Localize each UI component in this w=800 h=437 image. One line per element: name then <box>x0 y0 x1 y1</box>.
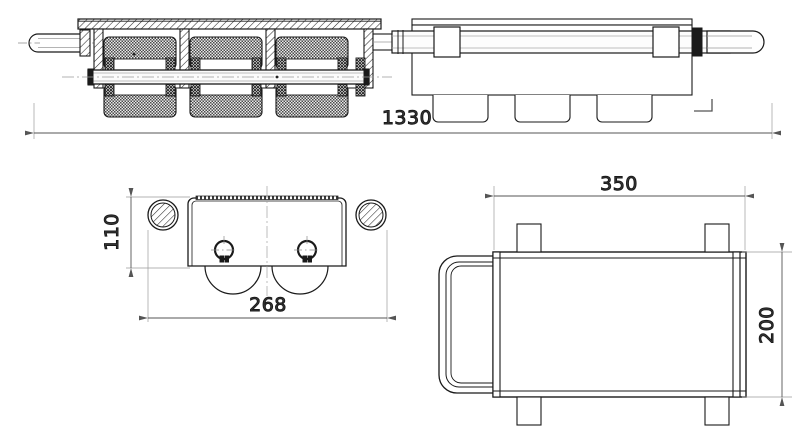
plan-tab-group <box>516 223 730 426</box>
dim-label-1330: 1330 <box>382 107 432 129</box>
dim-label-268: 268 <box>249 294 287 316</box>
elev-handle-collar <box>691 27 703 57</box>
axle-shaft-section <box>62 68 392 86</box>
plan-deck <box>492 251 747 398</box>
elev-foot-1 <box>432 95 489 123</box>
elev-collar-left <box>433 26 461 58</box>
dim-overall-length: 1330 <box>25 103 781 139</box>
end-wheel-arc-2 <box>271 265 329 295</box>
dim-plan-width: 350 <box>485 173 754 250</box>
dim-end-height: 110 <box>101 188 190 277</box>
dim-label-350: 350 <box>600 173 638 195</box>
view-side-elevation <box>391 18 765 123</box>
plan-rail-right <box>732 251 741 398</box>
circlip-1 <box>211 236 237 263</box>
handle-tube-section <box>18 33 100 53</box>
plan-tab-tl <box>516 223 542 253</box>
elev-collar-right <box>652 26 680 58</box>
elev-foot-group <box>432 95 653 123</box>
dim-label-110: 110 <box>101 213 123 251</box>
plan-rail-left <box>492 251 501 398</box>
plan-tab-br <box>704 396 730 426</box>
plan-tab-tr <box>704 223 730 253</box>
corner-mark-icon <box>694 99 713 112</box>
view-end: 110 268 <box>101 186 396 322</box>
handle-collar <box>79 29 91 57</box>
plan-handle <box>438 255 500 394</box>
end-wheel-arc-1 <box>204 265 262 295</box>
bearing-block-group <box>104 57 366 97</box>
elev-handle-tube <box>706 30 765 54</box>
view-plan: 350 200 <box>438 173 792 426</box>
deck-plate-section <box>77 18 382 30</box>
circlip-2 <box>294 236 320 263</box>
dim-end-width: 268 <box>139 230 396 322</box>
dim-label-200: 200 <box>756 306 778 344</box>
elev-foot-2 <box>514 95 571 123</box>
elev-foot-3 <box>596 95 653 123</box>
bumper-right <box>355 199 387 231</box>
dim-plan-depth: 200 <box>742 243 792 406</box>
elev-deck-plate <box>411 18 693 26</box>
plan-tab-bl <box>516 396 542 426</box>
view-sectional-side <box>18 18 398 118</box>
bumper-left <box>147 199 179 231</box>
break-symbol <box>397 30 404 54</box>
